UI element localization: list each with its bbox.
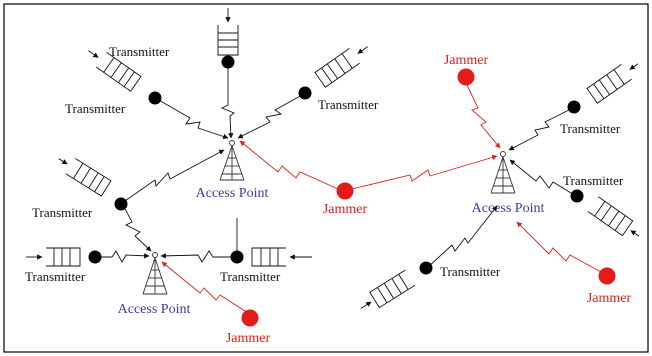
transmitter-label: Transmitter xyxy=(560,121,621,136)
transmitter-node-icon xyxy=(114,197,128,211)
transmitter-label: Transmitter xyxy=(563,173,624,188)
transmitter-node-icon xyxy=(88,250,102,264)
queue-icon xyxy=(58,158,112,197)
jammer-node-icon xyxy=(457,68,475,86)
transmitter-label: Transmitter xyxy=(109,44,170,59)
jam-line xyxy=(516,221,602,273)
jammer-label: Jammer xyxy=(444,53,489,68)
link-line xyxy=(156,98,229,140)
link-line xyxy=(220,62,235,139)
queue-icon xyxy=(360,269,416,309)
transmitter-label: Transmitter xyxy=(220,269,281,284)
jammer-labels: Jammer Jammer Jammer Jammer xyxy=(226,53,632,346)
link-line xyxy=(160,250,237,263)
transmitter-nodes xyxy=(88,55,584,275)
jammer-node-icon xyxy=(336,182,354,200)
queue-icon xyxy=(217,8,239,56)
link-line xyxy=(237,93,305,139)
transmitter-node-icon xyxy=(419,261,433,275)
link-line xyxy=(426,205,498,269)
jammer-links xyxy=(161,84,602,314)
transmitter-node-icon xyxy=(148,91,162,105)
transmitter-label: Transmitter xyxy=(440,264,501,279)
jammer-label: Jammer xyxy=(226,331,271,346)
access-point-3: Access Point xyxy=(118,252,191,317)
antenna-icon xyxy=(219,140,245,181)
link-line xyxy=(508,107,574,151)
link-line xyxy=(509,159,577,197)
transmitter-label: Transmitter xyxy=(65,101,126,116)
transmitter-label: Transmitter xyxy=(25,269,86,284)
jammer-label: Jammer xyxy=(323,202,368,217)
queue-icon xyxy=(314,46,368,88)
transmitter-node-icon xyxy=(567,100,581,114)
access-point-label: Access Point xyxy=(472,201,545,216)
transmitter-node-icon xyxy=(298,86,312,100)
transmitter-node-icon xyxy=(221,55,235,69)
transmitter-label: Transmitter xyxy=(32,205,93,220)
jammer-node-icon xyxy=(598,267,616,285)
transmitter-labels: Transmitter Transmitter Transmitter Tran… xyxy=(25,44,624,284)
diagram-border xyxy=(3,3,649,353)
jammer-nodes xyxy=(241,68,616,327)
transmitter-node-icon xyxy=(570,189,584,203)
access-point-1: Access Point xyxy=(196,140,269,201)
antenna-icon xyxy=(142,252,168,295)
transmitter-links xyxy=(95,62,577,269)
queue-icon xyxy=(586,63,639,104)
queue-icon xyxy=(88,50,142,92)
queue-icon xyxy=(26,247,81,267)
queue-icon xyxy=(587,196,640,237)
access-point-2: Access Point xyxy=(472,151,545,216)
queue-icon xyxy=(251,247,312,267)
jammer-label: Jammer xyxy=(587,291,632,306)
jam-line xyxy=(466,84,501,149)
jam-line xyxy=(351,154,498,190)
jammer-node-icon xyxy=(241,309,259,327)
link-line xyxy=(121,149,225,204)
link-line xyxy=(95,250,150,263)
transmitter-node-icon xyxy=(230,250,244,264)
jam-line xyxy=(239,140,339,190)
link-line xyxy=(122,204,152,252)
transmitter-label: Transmitter xyxy=(318,97,379,112)
access-point-label: Access Point xyxy=(118,302,191,317)
antenna-icon xyxy=(490,151,516,194)
access-point-label: Access Point xyxy=(196,186,269,201)
jam-line xyxy=(161,261,249,314)
